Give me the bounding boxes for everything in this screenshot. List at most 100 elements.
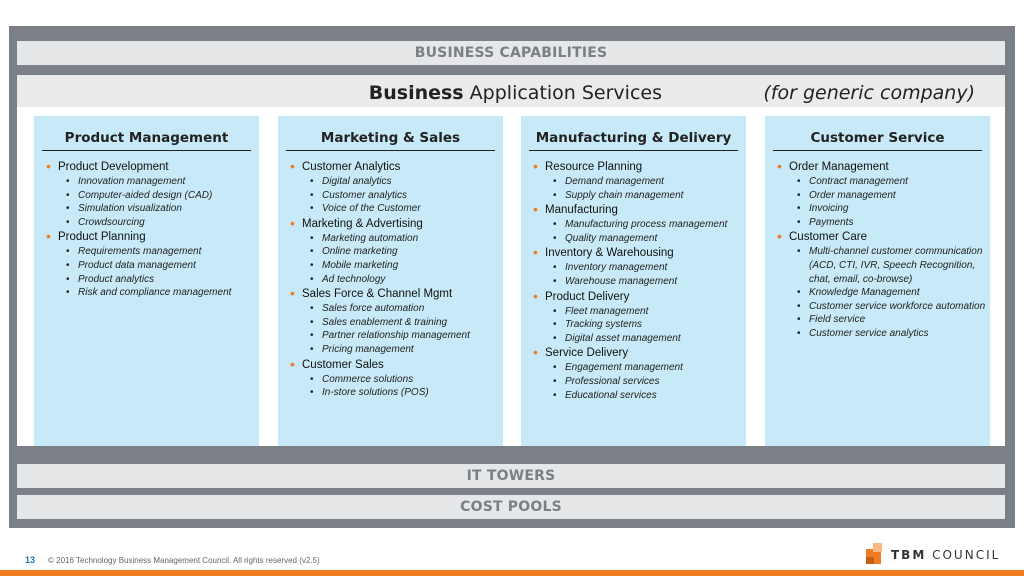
sub-capability-item: Professional services xyxy=(553,375,746,389)
sub-capability-item: Product data management xyxy=(66,259,259,273)
capability-label: Sales Force & Channel Mgmt xyxy=(302,288,453,301)
capability-item: Customer CareMulti-channel customer comm… xyxy=(777,229,990,340)
sub-capability-list: Manufacturing process managementQuality … xyxy=(545,218,746,245)
sub-capability-item: Warehouse management xyxy=(553,275,746,289)
sub-capability-item: Quality management xyxy=(553,232,746,246)
sub-capability-item: Computer-aided design (CAD) xyxy=(66,189,259,203)
capability-item: Customer SalesCommerce solutionsIn-store… xyxy=(290,357,503,400)
sub-capability-list: Fleet managementTracking systemsDigital … xyxy=(545,305,746,346)
sub-capability-list: Digital analyticsCustomer analyticsVoice… xyxy=(302,175,503,216)
it-towers-band: IT TOWERS xyxy=(17,464,1005,488)
cost-pools-band: COST POOLS xyxy=(17,495,1005,519)
sub-capability-item: Contract management xyxy=(797,175,990,189)
footer-accent-bar xyxy=(0,570,1024,576)
capability-list: Order ManagementContract managementOrder… xyxy=(765,159,990,341)
sub-capability-list: Innovation managementComputer-aided desi… xyxy=(58,175,259,229)
sub-capability-item: Customer service workforce automation xyxy=(797,300,990,314)
capability-item: Product PlanningRequirements managementP… xyxy=(46,229,259,299)
sub-capability-item: Crowdsourcing xyxy=(66,216,259,230)
sub-capability-list: Marketing automationOnline marketingMobi… xyxy=(302,232,503,286)
capability-label: Inventory & Warehousing xyxy=(545,247,674,260)
sub-capability-list: Inventory managementWarehouse management xyxy=(545,261,746,288)
sub-capability-item: Pricing management xyxy=(310,343,503,357)
capability-label: Customer Analytics xyxy=(302,161,401,173)
capability-label: Product Planning xyxy=(58,231,146,244)
sub-capability-item: Demand management xyxy=(553,175,746,189)
logo-text: TBM COUNCIL xyxy=(891,548,1001,562)
sub-capability-list: Requirements managementProduct data mana… xyxy=(58,245,259,299)
sub-capability-item: Invoicing xyxy=(797,202,990,216)
sub-capability-item: Commerce solutions xyxy=(310,373,503,387)
capability-item: Service DeliveryEngagement managementPro… xyxy=(533,345,746,402)
capability-list: Resource PlanningDemand managementSupply… xyxy=(521,159,746,402)
logo-mark-accent xyxy=(873,543,882,552)
column-heading: Customer Service xyxy=(773,130,982,151)
capability-label: Product Delivery xyxy=(545,290,630,303)
sub-capability-item: Field service xyxy=(797,313,990,327)
title-bold: Business xyxy=(368,82,464,104)
sub-capability-list: Commerce solutionsIn-store solutions (PO… xyxy=(302,373,503,400)
sub-capability-item: Knowledge Management xyxy=(797,286,990,300)
capability-item: Inventory & WarehousingInventory managem… xyxy=(533,245,746,288)
capability-item: ManufacturingManufacturing process manag… xyxy=(533,202,746,245)
sub-capability-item: Payments xyxy=(797,216,990,230)
sub-capability-item: Digital analytics xyxy=(310,175,503,189)
sub-capability-list: Contract managementOrder managementInvoi… xyxy=(789,175,990,229)
capability-label: Customer Care xyxy=(789,231,867,244)
sub-capability-item: Inventory management xyxy=(553,261,746,275)
column-product-management: Product Management Product DevelopmentIn… xyxy=(34,116,259,446)
sub-capability-list: Demand managementSupply chain management xyxy=(545,175,746,202)
capability-item: Customer AnalyticsDigital analyticsCusto… xyxy=(290,159,503,216)
page-subtitle: (for generic company) xyxy=(763,82,975,104)
page-title: Business Application Services xyxy=(17,82,662,104)
sub-capability-item: Marketing automation xyxy=(310,232,503,246)
sub-capability-item: Requirements management xyxy=(66,245,259,259)
sub-capability-item: Customer analytics xyxy=(310,189,503,203)
capability-list: Product DevelopmentInnovation management… xyxy=(34,159,259,300)
sub-capability-item: Tracking systems xyxy=(553,318,746,332)
business-capabilities-band: BUSINESS CAPABILITIES xyxy=(17,41,1005,65)
sub-capability-list: Sales force automationSales enablement &… xyxy=(302,302,503,356)
sub-capability-item: Sales force automation xyxy=(310,302,503,316)
page-number: 13 xyxy=(25,555,36,565)
capability-list: Customer AnalyticsDigital analyticsCusto… xyxy=(278,159,503,400)
sub-capability-item: Multi-channel customer communication (AC… xyxy=(797,245,990,286)
copyright-notice: © 2016 Technology Business Management Co… xyxy=(48,556,320,565)
sub-capability-item: Educational services xyxy=(553,389,746,403)
sub-capability-item: Mobile marketing xyxy=(310,259,503,273)
column-marketing-sales: Marketing & Sales Customer AnalyticsDigi… xyxy=(278,116,503,446)
sub-capability-item: Sales enablement & training xyxy=(310,316,503,330)
sub-capability-item: Manufacturing process management xyxy=(553,218,746,232)
column-customer-service: Customer Service Order ManagementContrac… xyxy=(765,116,990,446)
capability-item: Product DeliveryFleet managementTracking… xyxy=(533,289,746,346)
sub-capability-list: Engagement managementProfessional servic… xyxy=(545,361,746,402)
capability-label: Manufacturing xyxy=(545,204,618,217)
capability-label: Marketing & Advertising xyxy=(302,217,423,230)
title-rest: Application Services xyxy=(469,82,662,104)
capability-item: Product DevelopmentInnovation management… xyxy=(46,159,259,229)
capability-item: Sales Force & Channel MgmtSales force au… xyxy=(290,286,503,356)
capability-label: Product Development xyxy=(58,161,169,173)
logo-mark-shadow xyxy=(866,557,874,564)
sub-capability-item: Partner relationship management xyxy=(310,329,503,343)
capability-label: Resource Planning xyxy=(545,161,643,173)
capability-label: Customer Sales xyxy=(302,358,384,371)
capability-item: Resource PlanningDemand managementSupply… xyxy=(533,159,746,202)
capability-label: Order Management xyxy=(789,161,889,173)
capability-label: Service Delivery xyxy=(545,347,629,360)
sub-capability-item: Product analytics xyxy=(66,273,259,287)
sub-capability-item: Simulation visualization xyxy=(66,202,259,216)
capability-item: Order ManagementContract managementOrder… xyxy=(777,159,990,229)
column-heading: Marketing & Sales xyxy=(286,130,495,151)
sub-capability-item: In-store solutions (POS) xyxy=(310,386,503,400)
sub-capability-item: Fleet management xyxy=(553,305,746,319)
sub-capability-item: Ad technology xyxy=(310,273,503,287)
sub-capability-item: Supply chain management xyxy=(553,189,746,203)
column-manufacturing-delivery: Manufacturing & Delivery Resource Planni… xyxy=(521,116,746,446)
sub-capability-item: Voice of the Customer xyxy=(310,202,503,216)
sub-capability-item: Digital asset management xyxy=(553,332,746,346)
sub-capability-list: Multi-channel customer communication (AC… xyxy=(789,245,990,340)
sub-capability-item: Engagement management xyxy=(553,361,746,375)
column-heading: Manufacturing & Delivery xyxy=(529,130,738,151)
capability-item: Marketing & AdvertisingMarketing automat… xyxy=(290,216,503,286)
